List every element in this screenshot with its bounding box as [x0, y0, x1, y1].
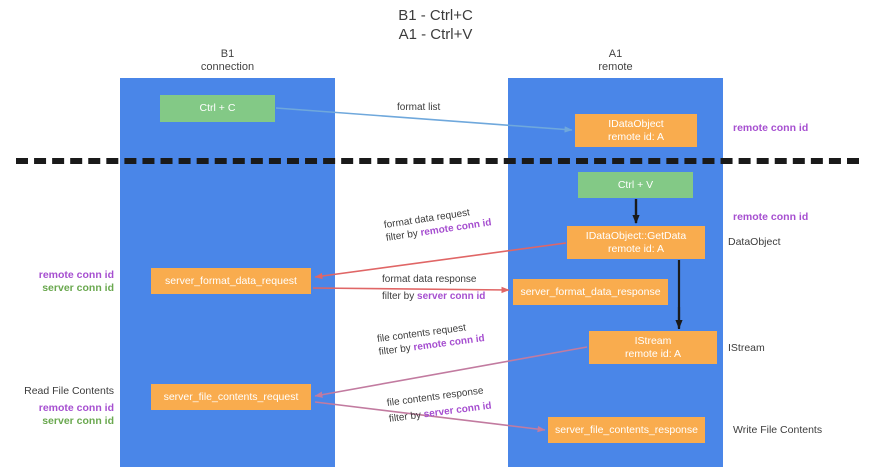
annotation-read-file-contents: Read File Contents: [22, 385, 114, 398]
lane-a1-role: remote: [598, 61, 633, 73]
node-ctrl-v[interactable]: Ctrl + V: [578, 172, 693, 198]
annotation-data-object-text: DataObject: [728, 236, 781, 248]
edge-label-format-list: format list: [397, 101, 440, 114]
lane-a1-name: A1: [608, 48, 623, 60]
edge-format-list-text: format list: [397, 102, 441, 113]
node-server-file-contents-response[interactable]: server_file_contents_response: [548, 417, 705, 443]
filter-key-server-conn-id: server conn id: [417, 291, 486, 302]
node-ctrl-c[interactable]: Ctrl + C: [160, 95, 275, 122]
phase-divider: [16, 158, 859, 164]
node-ctrl-c-label: Ctrl + C: [199, 102, 236, 115]
annotation-read-file-contents-text: Read File Contents: [24, 385, 114, 397]
node-server-format-data-response-label: server_format_data_response: [520, 285, 661, 298]
annotation-write-file-contents-text: Write File Contents: [733, 424, 823, 436]
annotation-left-server-conn-id-2: server conn id: [42, 415, 114, 427]
annotation-left-server-conn-id: server conn id: [42, 282, 114, 294]
diagram-title: B1 - Ctrl+C A1 - Ctrl+V: [0, 6, 871, 44]
edge-label-file-contents-request: file contents request filter by remote c…: [376, 319, 485, 359]
lane-header-b1: B1 connection: [120, 48, 335, 74]
node-getdata-line2: remote id: A: [607, 242, 665, 255]
annotation-remote-conn-id-top-text: remote conn id: [733, 122, 809, 134]
node-istream[interactable]: IStream remote id: A: [589, 331, 717, 364]
node-server-format-data-response[interactable]: server_format_data_response: [513, 279, 668, 305]
edge-label-format-data-request: format data request filter by remote con…: [383, 203, 492, 244]
node-idataobject[interactable]: IDataObject remote id: A: [575, 114, 697, 147]
annotation-remote-conn-id-mid-text: remote conn id: [733, 211, 809, 223]
node-server-file-contents-request[interactable]: server_file_contents_request: [151, 384, 311, 410]
edge-format-data-response-filter: filter by server conn id: [382, 290, 485, 303]
edge-format-data-response-text: format data response: [382, 274, 477, 285]
filter-prefix: filter by: [382, 291, 418, 302]
node-idataobject-line1: IDataObject: [608, 118, 664, 130]
annotation-istream: IStream: [728, 342, 765, 355]
annotation-data-object: DataObject: [728, 236, 781, 249]
annotation-remote-conn-id-top: remote conn id: [733, 122, 808, 135]
filter-prefix: filter by: [378, 342, 415, 358]
filter-prefix: filter by: [388, 409, 425, 425]
annotation-left-remote-conn-id: remote conn id: [38, 269, 114, 281]
node-server-format-data-request[interactable]: server_format_data_request: [151, 268, 311, 294]
filter-prefix: filter by: [385, 227, 422, 244]
lane-b1-role: connection: [200, 61, 255, 73]
title-line-2: A1 - Ctrl+V: [398, 26, 473, 43]
node-idataobject-line2: remote id: A: [607, 130, 665, 143]
node-server-format-data-request-label: server_format_data_request: [165, 274, 297, 287]
title-line-1: B1 - Ctrl+C: [398, 7, 473, 24]
node-server-file-contents-response-label: server_file_contents_response: [554, 423, 698, 436]
lane-header-a1: A1 remote: [508, 48, 723, 74]
node-getdata-line1: IDataObject::GetData: [585, 230, 687, 242]
annotation-istream-text: IStream: [728, 342, 765, 354]
edge-label-file-contents-response: file contents response filter by server …: [386, 384, 492, 426]
annotation-left-remote-conn-id-2: remote conn id: [38, 402, 114, 414]
node-istream-line1: IStream: [634, 335, 672, 347]
annotation-write-file-contents: Write File Contents: [733, 424, 822, 437]
node-istream-line2: remote id: A: [624, 347, 682, 360]
lane-b1-name: B1: [220, 48, 235, 60]
node-ctrl-v-label: Ctrl + V: [617, 178, 654, 191]
node-getdata[interactable]: IDataObject::GetData remote id: A: [567, 226, 705, 259]
annotation-left-conn-ids-top: remote conn id server conn id: [22, 269, 114, 295]
annotation-left-conn-ids-bottom: remote conn id server conn id: [22, 402, 114, 428]
edge-label-format-data-response: format data response filter by server co…: [382, 273, 485, 303]
annotation-remote-conn-id-mid: remote conn id: [733, 211, 808, 224]
node-server-file-contents-request-label: server_file_contents_request: [163, 390, 299, 403]
